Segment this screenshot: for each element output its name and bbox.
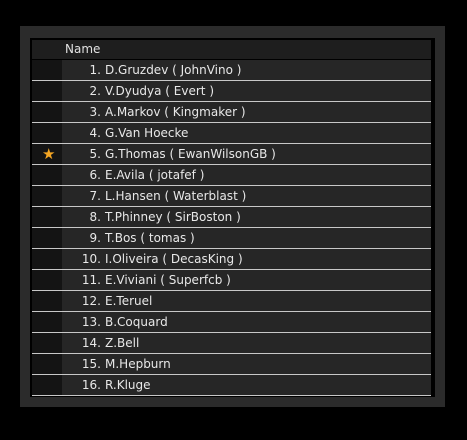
list-item-name: B.Coquard <box>105 315 168 329</box>
list-item-name: A.Markov ( Kingmaker ) <box>105 105 246 119</box>
list-body: 1. D.Gruzdev ( JohnVino ) 2. V.Dyudya ( Eve… <box>32 60 431 396</box>
list-header: Name <box>32 40 431 59</box>
panel-inner: Name 1. D.Gruzdev ( JohnVino ) 2. V.Dyudya … <box>30 38 435 397</box>
row-divider <box>32 143 431 144</box>
star-cell <box>32 354 62 374</box>
row-divider <box>32 395 431 396</box>
star-cell <box>32 186 62 206</box>
list-item-name: E.Avila ( jotafef ) <box>105 168 205 182</box>
list-item[interactable]: 14. Z.Bell <box>32 333 431 354</box>
star-cell <box>32 123 62 143</box>
star-cell <box>32 375 62 395</box>
list-item-position: 12. <box>81 294 101 308</box>
list-item-position: 11. <box>81 273 101 287</box>
star-cell <box>32 291 62 311</box>
list-item-name: R.Kluge <box>105 378 151 392</box>
list-item[interactable]: 10. I.Oliveira ( DecasKing ) <box>32 249 431 270</box>
list-item[interactable]: 4. G.Van Hoecke <box>32 123 431 144</box>
list-item-name: G.Van Hoecke <box>105 126 189 140</box>
rider-list: Name 1. D.Gruzdev ( JohnVino ) 2. V.Dyudya … <box>32 40 431 396</box>
star-cell <box>32 81 62 101</box>
list-item[interactable]: 2. V.Dyudya ( Evert ) <box>32 81 431 102</box>
row-divider <box>32 311 431 312</box>
star-cell: ★ <box>32 144 62 164</box>
list-item-name: T.Bos ( tomas ) <box>105 231 195 245</box>
list-item[interactable]: 9. T.Bos ( tomas ) <box>32 228 431 249</box>
row-divider <box>32 332 431 333</box>
star-cell <box>32 165 62 185</box>
row-divider <box>32 353 431 354</box>
star-cell <box>32 102 62 122</box>
list-item-position: 3. <box>89 105 101 119</box>
list-item-name: D.Gruzdev ( JohnVino ) <box>105 63 242 77</box>
list-item-name: G.Thomas ( EwanWilsonGB ) <box>105 147 276 161</box>
list-item-name: I.Oliveira ( DecasKing ) <box>105 252 243 266</box>
row-divider <box>32 374 431 375</box>
column-header-name[interactable]: Name <box>65 42 101 56</box>
star-cell <box>32 333 62 353</box>
star-cell <box>32 207 62 227</box>
row-divider <box>32 290 431 291</box>
star-cell <box>32 249 62 269</box>
star-cell <box>32 228 62 248</box>
list-item[interactable]: 8. T.Phinney ( SirBoston ) <box>32 207 431 228</box>
list-item-name: M.Hepburn <box>105 357 171 371</box>
row-divider <box>32 80 431 81</box>
list-item[interactable]: 1. D.Gruzdev ( JohnVino ) <box>32 60 431 81</box>
list-item[interactable]: 3. A.Markov ( Kingmaker ) <box>32 102 431 123</box>
row-divider <box>32 164 431 165</box>
list-item-position: 6. <box>89 168 101 182</box>
list-item-position: 10. <box>81 252 101 266</box>
list-item-name: V.Dyudya ( Evert ) <box>105 84 215 98</box>
list-item[interactable]: 7. L.Hansen ( Waterblast ) <box>32 186 431 207</box>
row-divider <box>32 248 431 249</box>
list-item[interactable]: 13. B.Coquard <box>32 312 431 333</box>
list-item-position: 13. <box>81 315 101 329</box>
panel-frame: Name 1. D.Gruzdev ( JohnVino ) 2. V.Dyudya … <box>20 26 445 407</box>
list-item[interactable]: 11. E.Viviani ( Superfcb ) <box>32 270 431 291</box>
list-item[interactable]: 16. R.Kluge <box>32 375 431 396</box>
list-item-name: E.Viviani ( Superfcb ) <box>105 273 231 287</box>
list-item-position: 4. <box>89 126 101 140</box>
star-cell <box>32 270 62 290</box>
list-item-position: 9. <box>89 231 101 245</box>
list-item-position: 5. <box>89 147 101 161</box>
row-divider <box>32 206 431 207</box>
list-item-position: 15. <box>81 357 101 371</box>
row-divider <box>32 227 431 228</box>
list-item-name: Z.Bell <box>105 336 140 350</box>
list-item-name: L.Hansen ( Waterblast ) <box>105 189 247 203</box>
list-item-position: 7. <box>89 189 101 203</box>
star-cell <box>32 60 62 80</box>
list-item-position: 1. <box>89 63 101 77</box>
list-item[interactable]: 6. E.Avila ( jotafef ) <box>32 165 431 186</box>
row-divider <box>32 101 431 102</box>
list-item-name: E.Teruel <box>105 294 153 308</box>
list-item-position: 16. <box>81 378 101 392</box>
list-item-position: 2. <box>89 84 101 98</box>
star-cell <box>32 312 62 332</box>
list-item-name: T.Phinney ( SirBoston ) <box>105 210 241 224</box>
list-item-position: 14. <box>81 336 101 350</box>
list-item-position: 8. <box>89 210 101 224</box>
list-item[interactable]: 12. E.Teruel <box>32 291 431 312</box>
row-divider <box>32 269 431 270</box>
row-divider <box>32 185 431 186</box>
list-item[interactable]: 15. M.Hepburn <box>32 354 431 375</box>
star-icon: ★ <box>42 145 56 163</box>
row-divider <box>32 122 431 123</box>
list-item[interactable]: ★ 5. G.Thomas ( EwanWilsonGB ) <box>32 144 431 165</box>
